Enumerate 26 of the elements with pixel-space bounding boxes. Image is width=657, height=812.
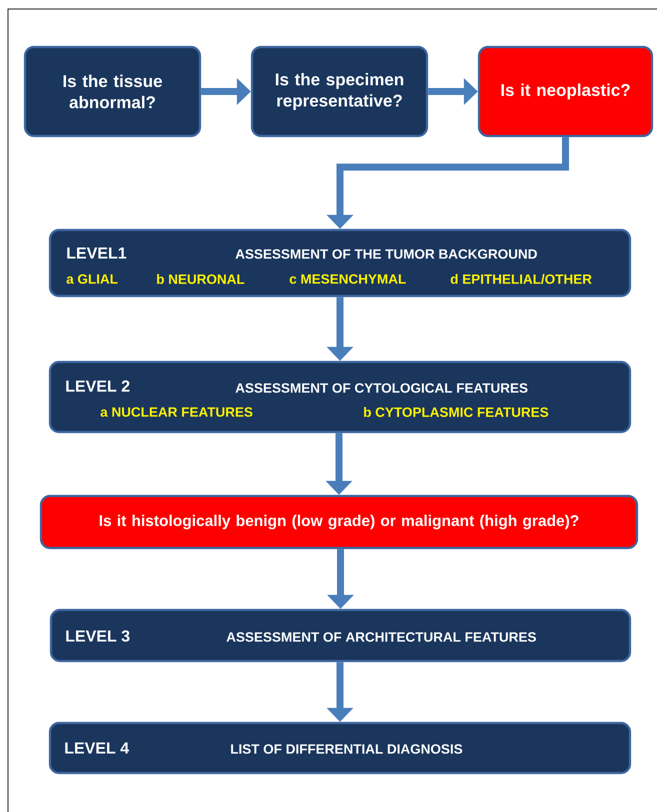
question-box xyxy=(478,46,654,138)
level-label: LEVEL 4 xyxy=(65,742,130,754)
category-text: b NEURONAL xyxy=(157,274,244,284)
level-box xyxy=(48,228,632,298)
question-text: Is the tissue abnormal? xyxy=(64,74,162,108)
category-text: a NUCLEAR FEATURES xyxy=(100,407,252,417)
category-text: b CYTOPLASMIC FEATURES xyxy=(364,407,548,417)
question-text: Is the specimen representative? xyxy=(276,73,404,110)
level-box xyxy=(48,360,632,434)
level-label: LEVEL1 xyxy=(67,248,126,258)
heading-text: ASSESSMENT OF THE TUMOR BACKGROUND xyxy=(236,249,537,259)
question-box xyxy=(250,46,428,138)
category-text: a GLIAL xyxy=(66,274,118,284)
level-label: LEVEL 2 xyxy=(66,380,130,392)
question-box xyxy=(40,494,638,550)
heading-text: ASSESSMENT OF ARCHITECTURAL FEATURES xyxy=(226,632,536,642)
question-box xyxy=(24,46,202,138)
heading-text: LIST OF DIFFERENTIAL DIAGNOSIS xyxy=(231,744,462,754)
question-text: Is it histologically benign (low grade) or malignant (high grade)? xyxy=(100,514,578,530)
level-label: LEVEL 3 xyxy=(66,630,130,642)
category-text: c MESENCHYMAL xyxy=(290,274,406,284)
question-text: Is it neoplastic? xyxy=(501,84,630,100)
heading-text: ASSESSMENT OF CYTOLOGICAL FEATURES xyxy=(236,383,528,393)
level-box xyxy=(48,722,632,774)
level-box xyxy=(50,608,632,662)
category-text: d EPITHELIAL/OTHER xyxy=(450,274,592,284)
